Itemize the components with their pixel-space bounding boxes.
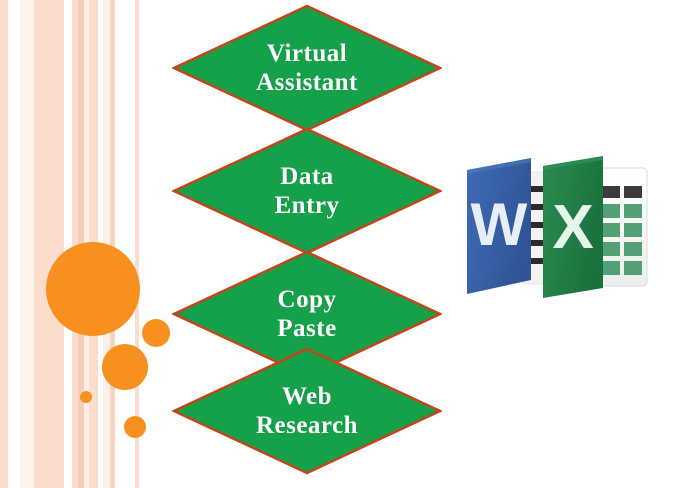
decorative-stripe [8,0,20,488]
diamond-data-entry[interactable]: Data Entry [172,127,442,255]
diamond-label: Web Research [172,347,442,475]
decorative-stripe [110,0,115,488]
diamond-line-2: Research [255,412,359,439]
spreadsheet-icon [594,167,648,287]
diamond-line-1: Data [280,163,334,190]
diamond-line-1: Virtual [266,40,348,67]
office-app-icons[interactable]: W X [455,148,655,308]
decorative-stripe [115,0,135,488]
decorative-stripe [135,0,139,488]
diamond-virtual-assistant[interactable]: Virtual Assistant [172,4,442,132]
diamond-line-2: Paste [277,315,337,342]
bubble-tiny [80,391,92,403]
bubble-xsmall [124,416,146,438]
diamond-line-1: Copy [277,286,337,313]
diamond-line-2: Entry [274,192,340,219]
diamond-label: Virtual Assistant [172,4,442,132]
decorative-stripe [72,0,78,488]
diamond-label: Copy Paste [172,250,442,378]
decorative-stripe [20,0,34,488]
diamond-label: Data Entry [172,127,442,255]
word-letter: W [471,191,528,258]
diamond-web-research[interactable]: Web Research [172,347,442,475]
diamond-line-2: Assistant [256,69,358,96]
decorative-stripe [34,0,64,488]
excel-icon: X [543,156,603,298]
excel-letter: X [552,193,593,262]
decorative-stripe [64,0,72,488]
bubble-large [46,242,140,336]
word-icon: W [467,158,531,294]
left-stripe-band [0,0,150,488]
diamond-copy-paste[interactable]: Copy Paste [172,250,442,378]
diamond-line-1: Web [281,383,333,410]
decorative-stripe [0,0,8,488]
bubble-medium [102,344,148,390]
bubble-small [142,319,170,347]
